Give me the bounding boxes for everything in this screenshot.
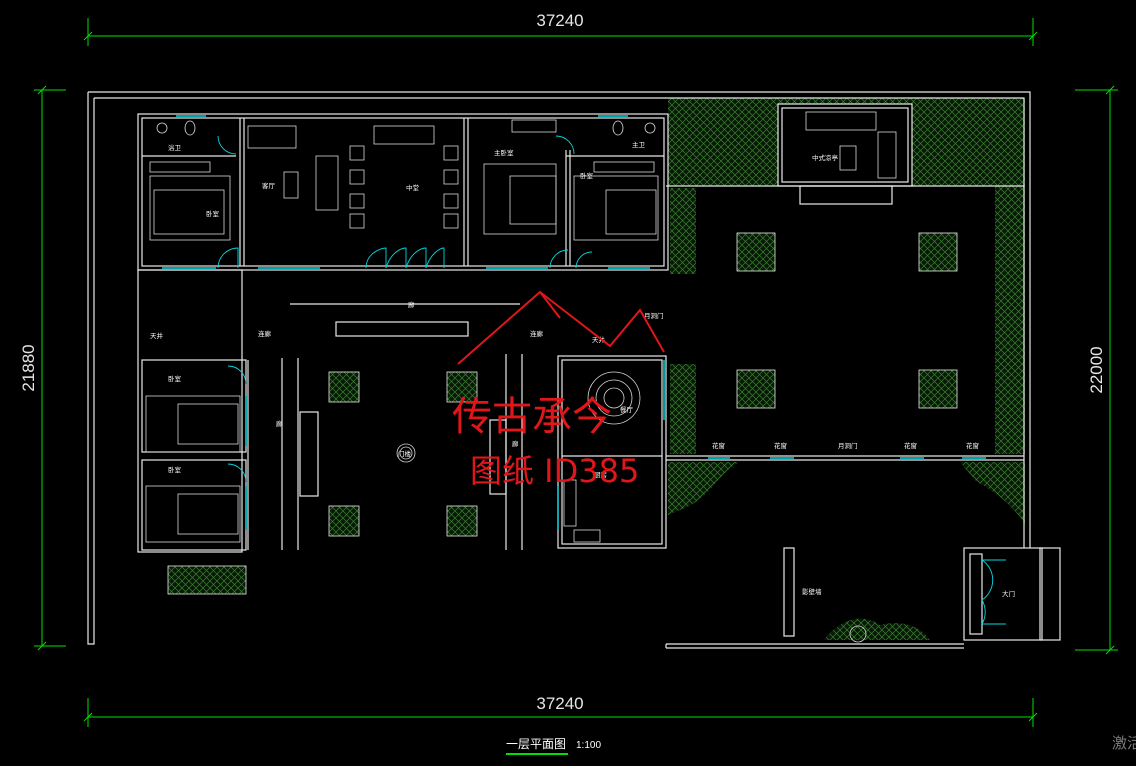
- dimension-top: 37240: [536, 11, 583, 30]
- dimension-right: 22000: [1087, 346, 1106, 393]
- label-moon-gate-bottom: 月洞门: [838, 441, 858, 450]
- label-bedroom-3: 卧室: [168, 374, 182, 383]
- label-corridor-right: 廊: [512, 439, 519, 448]
- dimension-bottom: 37240: [536, 694, 583, 713]
- label-flower-window-3: 花窗: [904, 441, 917, 450]
- dimension-left: 21880: [19, 344, 38, 391]
- watermark-line1: 传古承今: [452, 394, 612, 440]
- label-corridor-left: 廊: [276, 419, 283, 428]
- watermark: 传古承今 图纸 ID385: [452, 290, 665, 490]
- walls: [87, 91, 1061, 649]
- label-screen-wall: 影壁墙: [802, 587, 822, 596]
- garden-areas: [167, 98, 1025, 640]
- label-courtyard-left: 天井: [150, 331, 164, 340]
- label-kitchen: 厨房: [594, 470, 607, 479]
- room-labels: 浴卫 主卫 卧室 客厅 中堂 主卧室 卧室 天井 连廊 廊 连廊 天井 月洞门 …: [150, 140, 1015, 598]
- label-dining: 餐厅: [620, 405, 634, 414]
- drawing-scale: 1:100: [576, 740, 601, 751]
- dimension-lines: [34, 18, 1118, 727]
- label-corridor-top: 廊: [408, 300, 415, 309]
- corner-activate-text: 激活: [1112, 734, 1136, 752]
- label-veranda-left: 连廊: [258, 329, 272, 338]
- label-flower-window-1: 花窗: [712, 441, 725, 450]
- label-master-bedroom: 主卧室: [494, 148, 514, 157]
- label-hall-gate: 门楼: [398, 449, 412, 458]
- label-main-gate: 大门: [1002, 589, 1015, 598]
- drawing-title: 一层平面图: [506, 737, 566, 751]
- label-moon-gate-top: 月洞门: [644, 311, 664, 320]
- label-bath-right: 主卫: [632, 140, 646, 149]
- label-pavilion: 中式凉亭: [812, 153, 839, 162]
- label-flower-window-4: 花窗: [966, 441, 979, 450]
- label-flower-window-2: 花窗: [774, 441, 787, 450]
- label-guest-hall: 客厅: [262, 181, 276, 190]
- label-veranda-right: 连廊: [530, 329, 544, 338]
- label-bedroom-4: 卧室: [168, 465, 182, 474]
- label-bedroom-1: 卧室: [206, 209, 220, 218]
- furniture: [145, 111, 897, 643]
- label-central-hall: 中堂: [406, 183, 420, 192]
- label-courtyard-right: 天井: [592, 335, 606, 344]
- label-bath-left: 浴卫: [168, 143, 182, 152]
- watermark-line2: 图纸 ID385: [470, 452, 639, 490]
- label-bedroom-2: 卧室: [580, 171, 594, 180]
- windows: [162, 115, 1006, 625]
